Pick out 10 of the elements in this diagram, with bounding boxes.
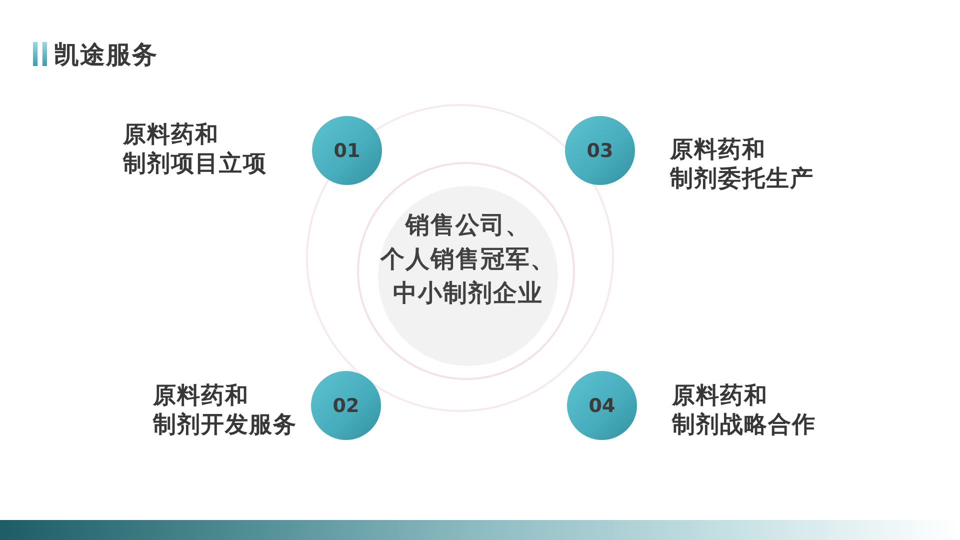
number-circle: 03 bbox=[565, 116, 635, 185]
service-label: 原料药和制剂开发服务 bbox=[153, 382, 297, 440]
service-label: 原料药和制剂战略合作 bbox=[672, 382, 816, 440]
number-circle: 01 bbox=[312, 116, 382, 185]
number-circle: 04 bbox=[567, 371, 637, 440]
number-circle: 02 bbox=[311, 371, 381, 440]
service-label: 原料药和制剂委托生产 bbox=[670, 136, 814, 194]
service-label: 原料药和制剂项目立项 bbox=[123, 121, 267, 179]
center-circle: 销售公司、个人销售冠军、中小制剂企业 bbox=[378, 186, 558, 366]
page-title: 凯途服务 bbox=[54, 39, 158, 71]
